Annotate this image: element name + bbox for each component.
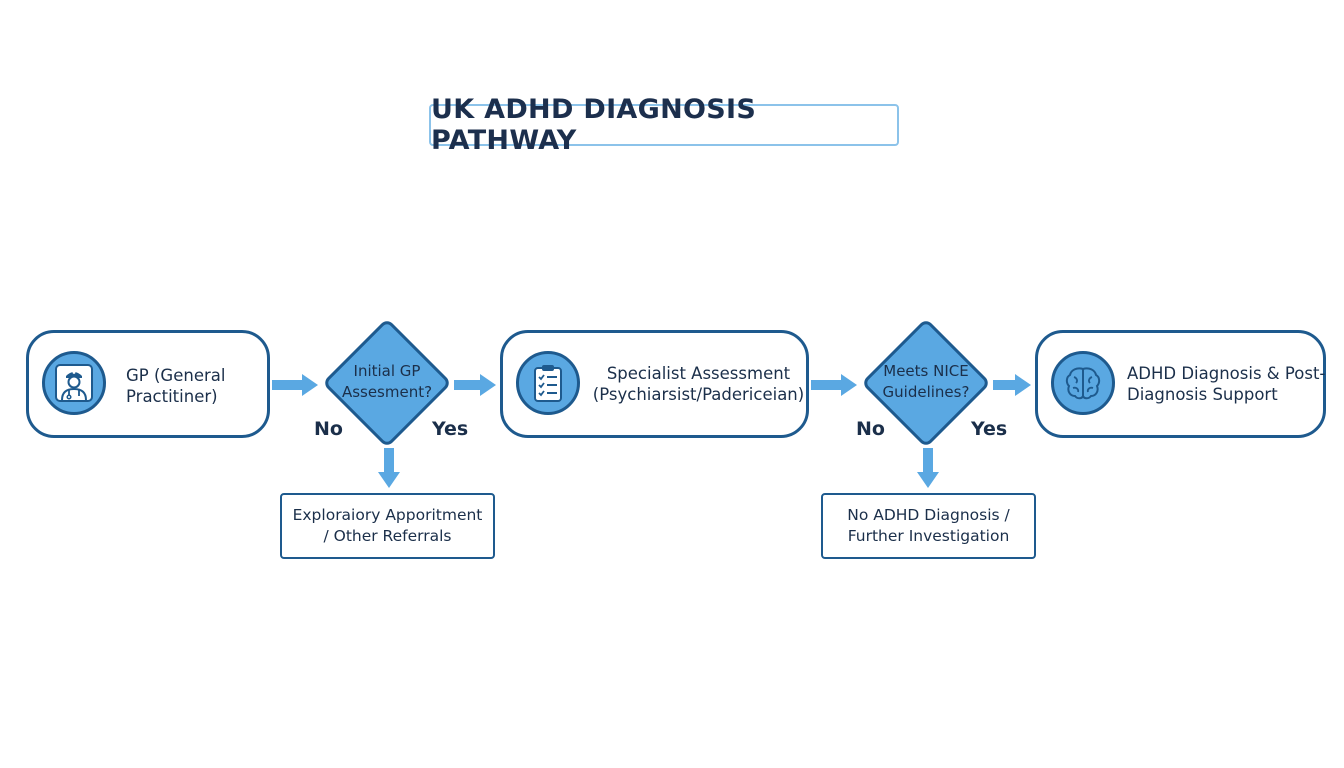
adhd-diagnosis-label: ADHD Diagnosis & Post- Diagnosis Support bbox=[1127, 364, 1326, 404]
arrow-nice-to-no-adhd bbox=[917, 448, 939, 488]
brain-icon bbox=[1051, 351, 1115, 415]
initial-assessment-no-label: No bbox=[314, 418, 343, 440]
arrow-initial-assessment-to-exploratory bbox=[378, 448, 400, 488]
arrow-nice-to-diagnosis bbox=[993, 374, 1031, 396]
gp-label: GP (General Practitiner) bbox=[126, 366, 226, 406]
nice-guidelines-no-label: No bbox=[856, 418, 885, 440]
initial-assessment-label: Initial GP Assesment? bbox=[341, 362, 433, 401]
diagram-title: UK ADHD DIAGNOSIS PATHWAY bbox=[429, 94, 899, 156]
nice-guidelines-label: Meets NICE Guidelines? bbox=[882, 362, 970, 401]
exploratory-referral-box: Exploraiory Apporitment / Other Referral… bbox=[280, 493, 495, 559]
initial-assessment-yes-label: Yes bbox=[432, 418, 469, 440]
specialist-assessment-node: Specialist Assessment (Psychiarsist/Pade… bbox=[500, 330, 809, 438]
no-adhd-diagnosis-box: No ADHD Diagnosis / Further Investigatio… bbox=[821, 493, 1036, 559]
clipboard-checklist-icon bbox=[516, 351, 580, 415]
arrow-initial-assessment-to-specialist bbox=[454, 374, 496, 396]
gp-node: GP (General Practitiner) bbox=[26, 330, 270, 438]
adhd-diagnosis-node: ADHD Diagnosis & Post- Diagnosis Support bbox=[1035, 330, 1326, 438]
doctor-icon bbox=[42, 351, 106, 415]
nice-guidelines-yes-label: Yes bbox=[971, 418, 1008, 440]
arrow-specialist-to-nice bbox=[811, 374, 857, 396]
arrow-gp-to-initial-assessment bbox=[272, 374, 318, 396]
specialist-assessment-label: Specialist Assessment (Psychiarsist/Pade… bbox=[592, 364, 805, 404]
